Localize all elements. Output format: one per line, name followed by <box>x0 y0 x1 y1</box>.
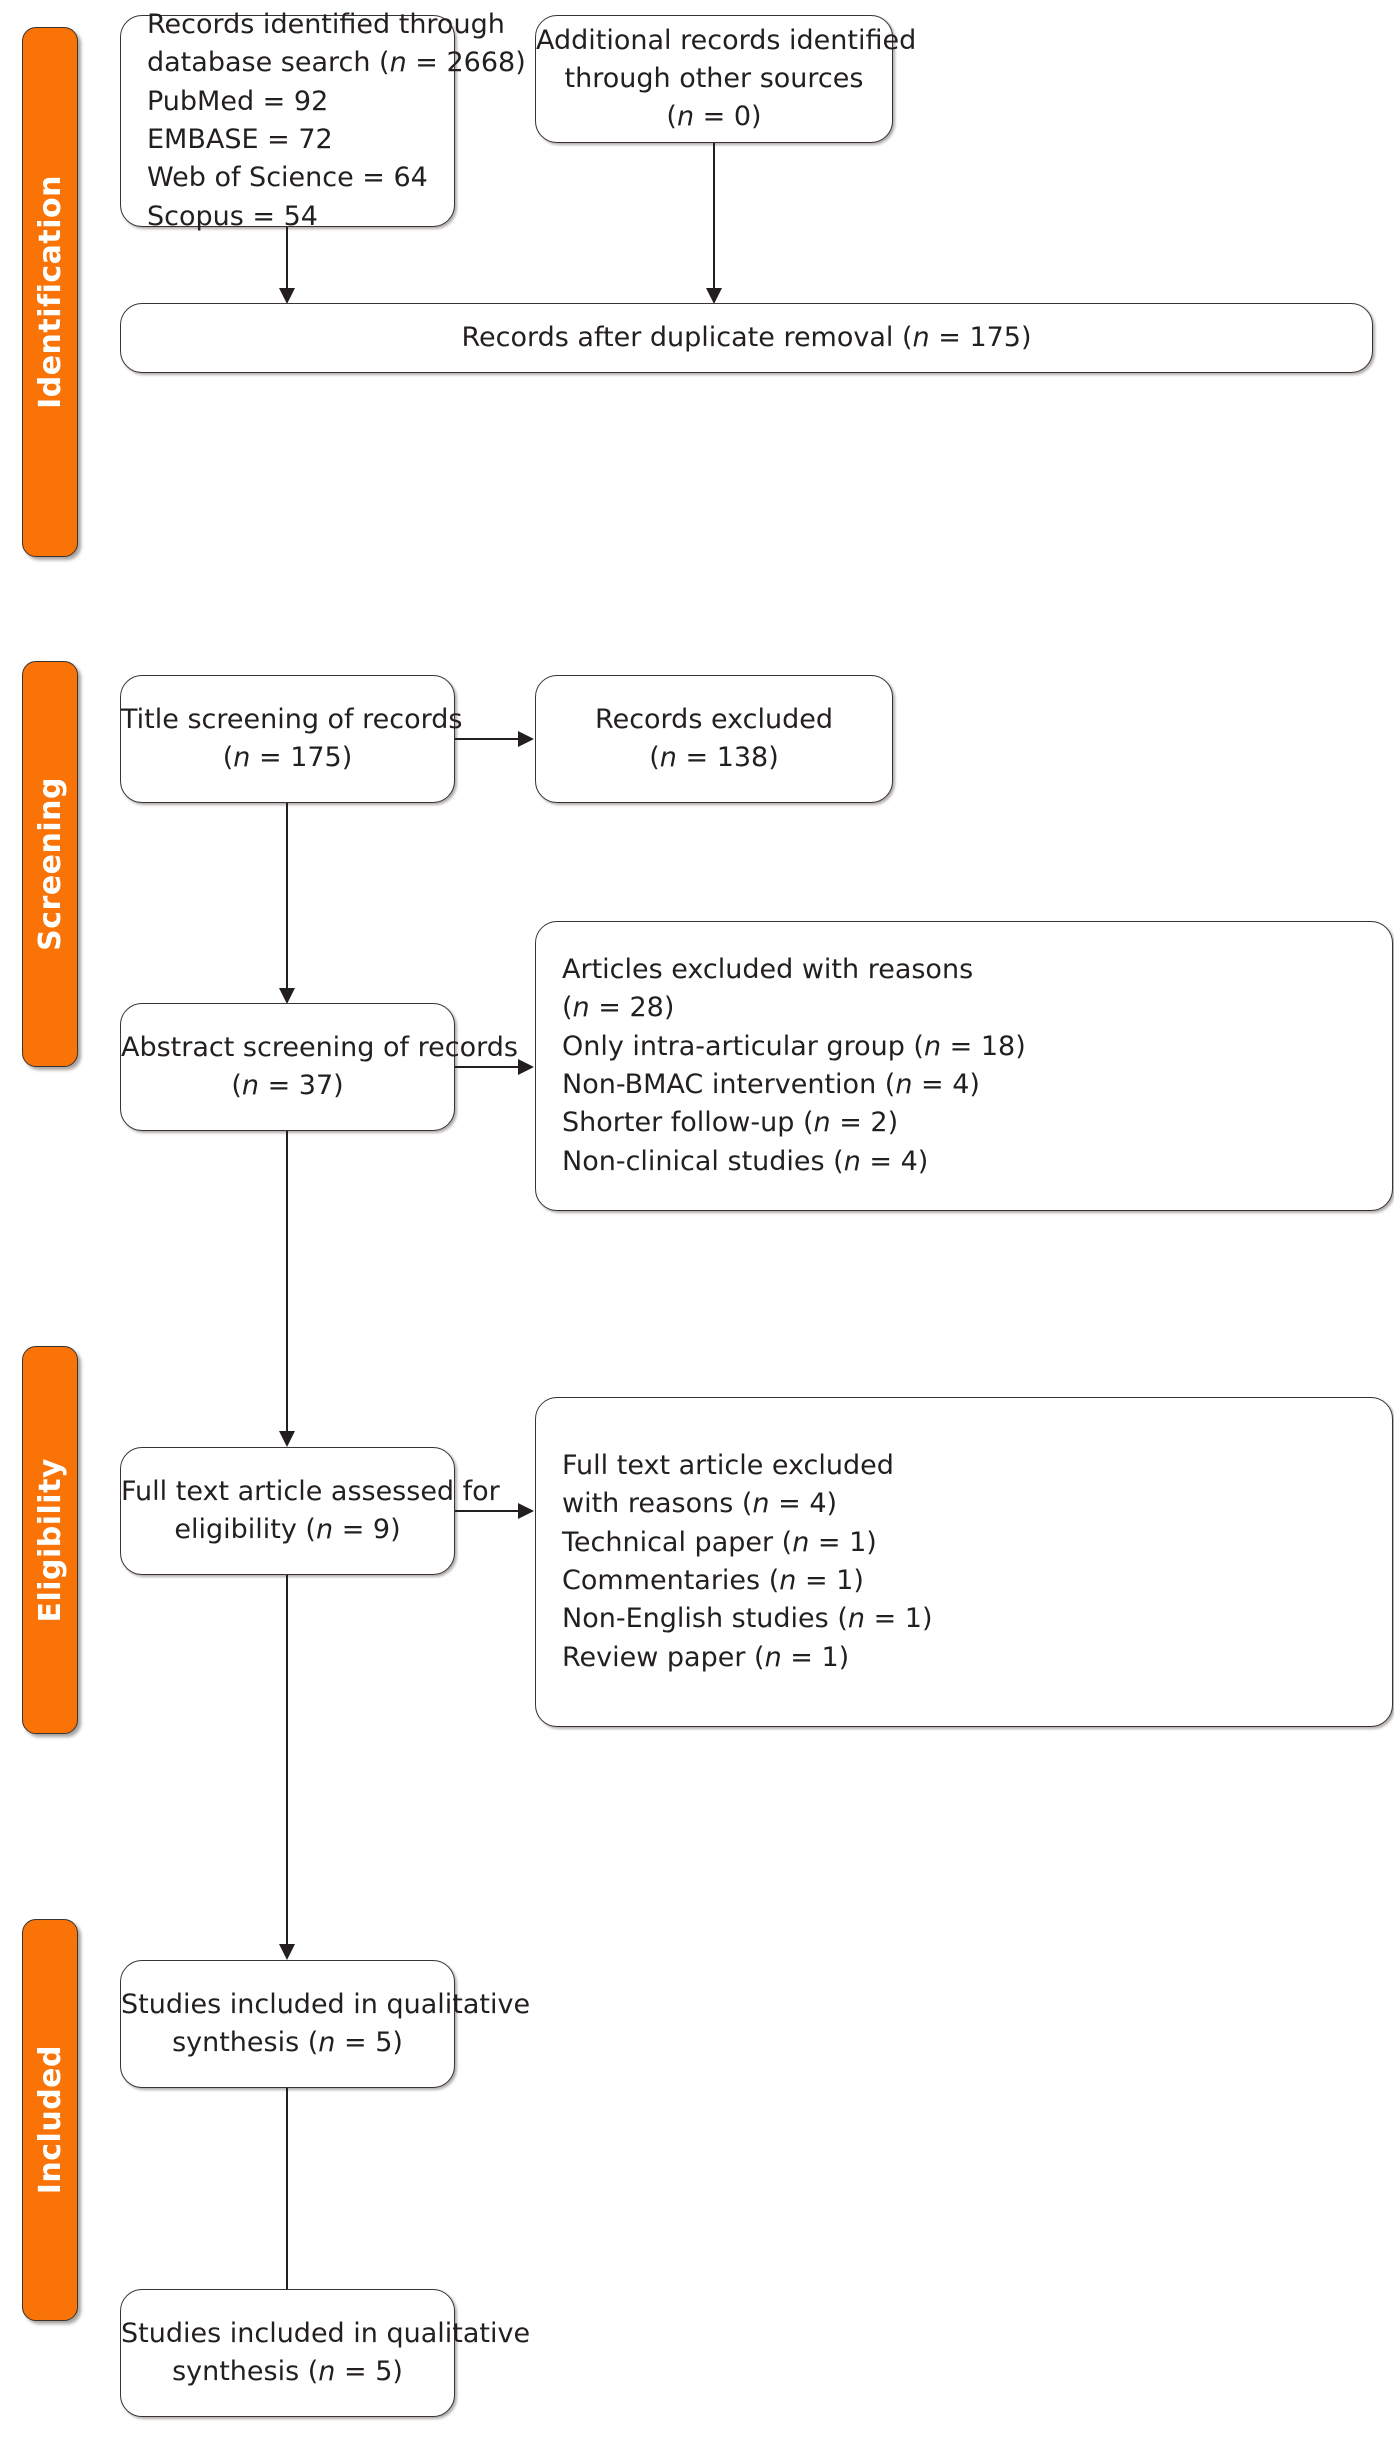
stage-bar-identification: Identification <box>22 27 78 557</box>
box-full-text-assessed: Full text article assessed for eligibili… <box>120 1447 500 1575</box>
full-text-excluded-line-6: Review paper (n = 1) <box>562 1641 850 1673</box>
connector-records-to-dedup <box>286 227 288 291</box>
full-text-assessed-line-2: eligibility (n = 9) <box>174 1514 401 1545</box>
articles-excluded-line-4: Non-BMAC intervention (n = 4) <box>562 1069 980 1100</box>
qualitative-synthesis-2-line-1: Studies included in qualitative <box>121 2317 531 2349</box>
stage-bar-included: Included <box>22 1919 78 2321</box>
box-full-text-excluded: Full text article excluded with reasons … <box>535 1397 1393 1727</box>
records-identified-line-1: Records identified through <box>147 9 505 41</box>
arrow-abstract-to-fulltext <box>279 1431 295 1447</box>
box-records-identified: Records identified through database sear… <box>120 9 526 232</box>
stage-bar-included-label: Included <box>32 2045 68 2195</box>
articles-excluded-line-2: (n = 28) <box>562 992 675 1024</box>
connector-fulltext-to-synthesis1 <box>286 1575 288 1947</box>
connector-title-to-excluded <box>455 738 519 740</box>
full-text-excluded-line-1: Full text article excluded <box>562 1450 894 1482</box>
qualitative-synthesis-1-line-1: Studies included in qualitative <box>121 1988 531 2020</box>
arrow-abstract-to-articles-excluded <box>518 1059 534 1075</box>
title-screening-line-2: (n = 175) <box>222 742 353 773</box>
stage-bar-eligibility: Eligibility <box>22 1346 78 1734</box>
connector-additional-to-dedup <box>713 143 715 291</box>
box-records-excluded: Records excluded (n = 138) <box>535 675 893 803</box>
arrow-title-to-excluded <box>518 731 534 747</box>
connector-fulltext-to-excluded <box>455 1510 519 1512</box>
connector-synthesis1-to-synthesis2 <box>286 2088 288 2346</box>
title-screening-line-1: Title screening of records <box>121 703 463 735</box>
abstract-screening-line-2: (n = 37) <box>231 1070 344 1101</box>
articles-excluded-line-5: Shorter follow-up (n = 2) <box>562 1107 899 1139</box>
articles-excluded-line-6: Non-clinical studies (n = 4) <box>562 1145 929 1177</box>
stage-bar-screening-label: Screening <box>32 777 68 951</box>
stage-bar-eligibility-label: Eligibility <box>32 1457 68 1623</box>
connector-title-to-abstract <box>286 803 288 991</box>
box-title-screening: Title screening of records (n = 175) <box>120 675 463 803</box>
full-text-excluded-line-4: Commentaries (n = 1) <box>562 1565 864 1596</box>
records-excluded-line-1: Records excluded <box>595 703 833 735</box>
qualitative-synthesis-1-line-2: synthesis (n = 5) <box>172 2027 403 2058</box>
box-records-after-duplicates: Records after duplicate removal (n = 175… <box>120 303 1373 373</box>
additional-records-line-3: (n = 0) <box>666 101 762 133</box>
arrow-fulltext-to-excluded <box>518 1503 534 1519</box>
full-text-excluded-line-3: Technical paper (n = 1) <box>562 1526 877 1558</box>
full-text-excluded-line-5: Non-English studies (n = 1) <box>562 1603 933 1635</box>
records-identified-line-5: Web of Science = 64 <box>147 162 428 194</box>
records-identified-line-6: Scopus = 54 <box>147 200 318 232</box>
additional-records-line-1: Additional records identified <box>536 24 917 56</box>
box-qualitative-synthesis-1: Studies included in qualitative synthesi… <box>120 1960 531 2088</box>
records-identified-line-3: PubMed = 92 <box>147 85 329 117</box>
connector-abstract-to-articles-excluded <box>455 1066 519 1068</box>
records-identified-line-2: database search (n = 2668) <box>147 47 526 79</box>
arrow-fulltext-to-synthesis1 <box>279 1944 295 1960</box>
box-qualitative-synthesis-2: Studies included in qualitative synthesi… <box>120 2289 531 2417</box>
arrow-records-to-dedup <box>279 288 295 304</box>
full-text-assessed-line-1: Full text article assessed for <box>121 1475 500 1507</box>
stage-bar-identification-label: Identification <box>32 175 68 409</box>
connector-abstract-to-fulltext <box>286 1131 288 1434</box>
full-text-excluded-line-2: with reasons (n = 4) <box>562 1488 838 1520</box>
records-identified-line-4: EMBASE = 72 <box>147 124 333 155</box>
box-articles-excluded: Articles excluded with reasons (n = 28) … <box>535 921 1393 1211</box>
qualitative-synthesis-2-line-2: synthesis (n = 5) <box>172 2356 403 2387</box>
stage-bar-screening: Screening <box>22 661 78 1067</box>
records-after-duplicates-line-1: Records after duplicate removal (n = 175… <box>461 321 1032 353</box>
records-excluded-line-2: (n = 138) <box>649 742 779 773</box>
articles-excluded-line-3: Only intra-articular group (n = 18) <box>562 1030 1026 1062</box>
arrow-additional-to-dedup <box>706 288 722 304</box>
arrow-title-to-abstract <box>279 988 295 1004</box>
additional-records-line-2: through other sources <box>564 62 864 94</box>
articles-excluded-line-1: Articles excluded with reasons <box>562 954 974 986</box>
box-additional-records: Additional records identified through ot… <box>535 15 917 143</box>
box-abstract-screening: Abstract screening of records (n = 37) <box>120 1003 518 1131</box>
abstract-screening-line-1: Abstract screening of records <box>121 1031 518 1063</box>
